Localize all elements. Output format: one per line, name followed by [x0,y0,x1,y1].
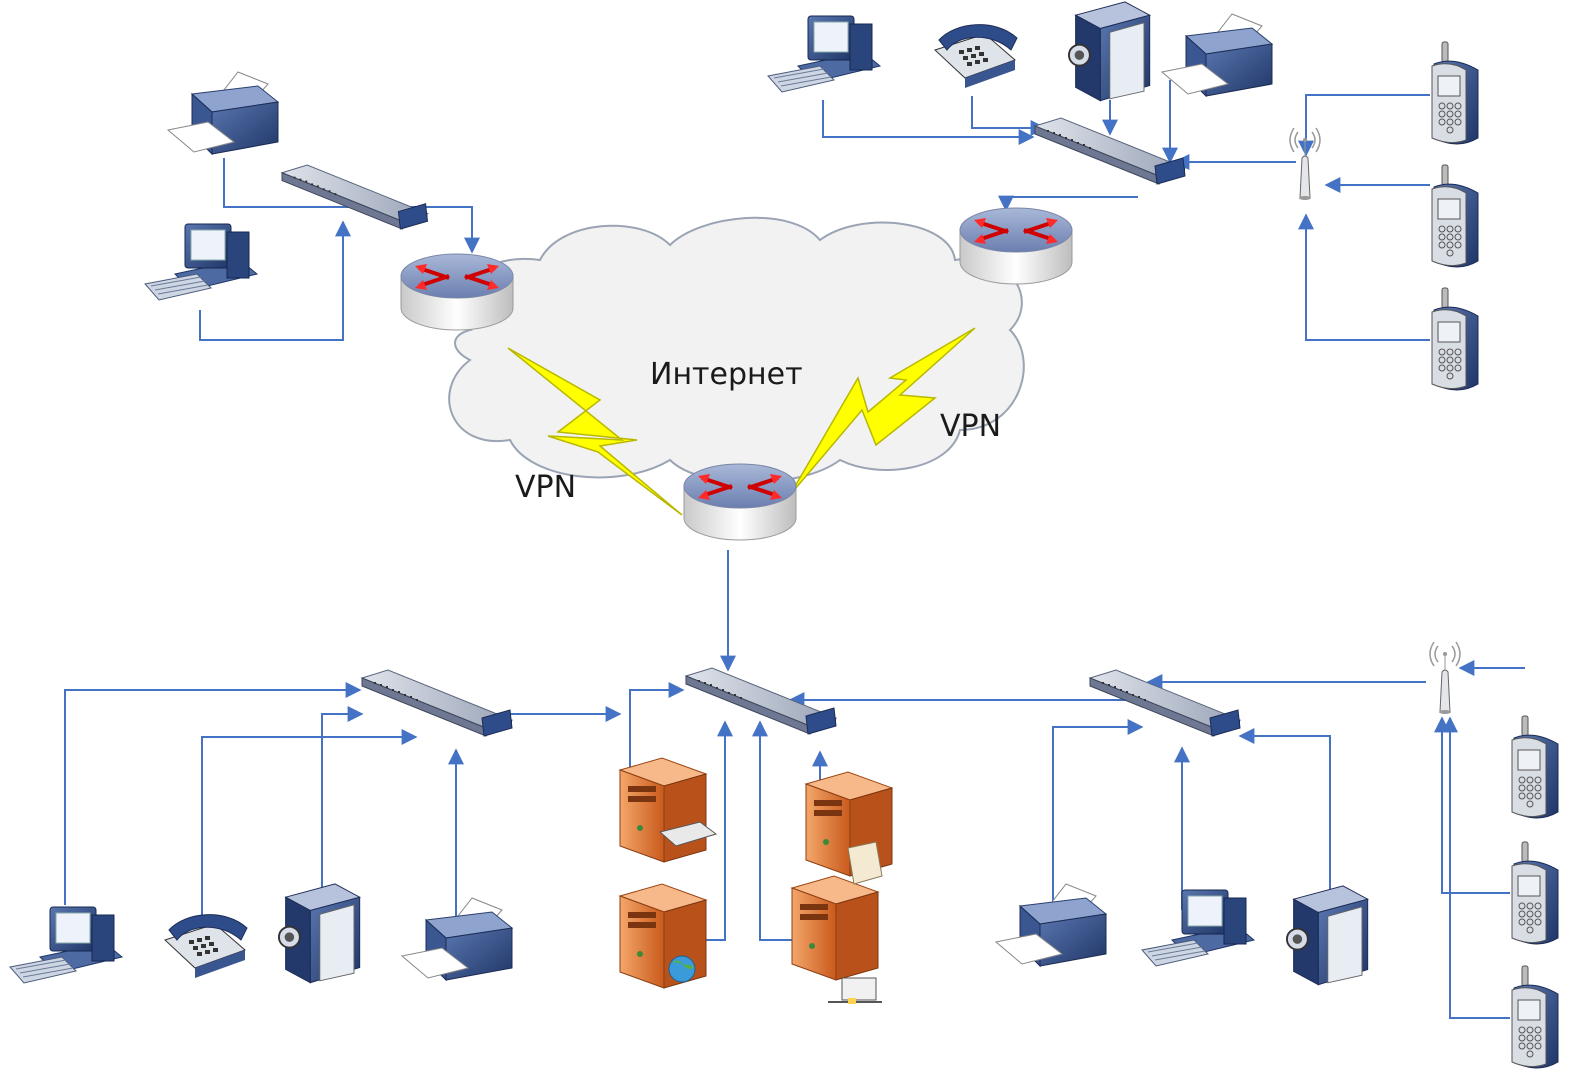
internet-label: Интернет [650,357,803,392]
switch-icon [281,164,428,230]
server-icon [791,875,879,981]
document-icon [847,841,883,885]
mobile-phone-icon [1511,965,1559,1069]
mobile-phone-icon [1431,287,1479,391]
network-links [64,80,1525,1019]
mobile-phone-icon [1431,164,1479,268]
computer-icon [1141,889,1255,967]
vpn-label-right: VPN [940,409,1001,444]
desk-phone-icon [164,914,248,979]
desk-phone-icon [934,24,1018,89]
video-camera-icon [1285,884,1369,986]
router-icon [399,252,515,332]
printer-icon [1161,13,1273,97]
switch-icon [361,669,513,737]
mobile-phone-icon [1431,41,1479,145]
globe-icon [668,955,696,983]
vpn-tunnel-left [507,347,683,516]
mobile-phone-icon [1511,715,1559,819]
vpn-label-left: VPN [515,470,576,505]
router-icon [682,462,798,542]
mobile-phone-icon [1511,841,1559,945]
server-icon [619,757,707,863]
video-camera-icon [278,882,361,984]
video-camera-icon [1067,0,1151,102]
computer-icon [9,906,123,984]
wireless-access-point-icon [1429,641,1461,715]
wireless-access-point-icon [1289,127,1321,201]
printer-icon [167,71,279,155]
computer-icon [144,223,258,301]
fax-icon [658,821,718,847]
network-printer-icon [828,977,882,1004]
printer-icon [995,883,1107,967]
computer-icon [767,15,881,93]
router-icon [958,206,1074,286]
